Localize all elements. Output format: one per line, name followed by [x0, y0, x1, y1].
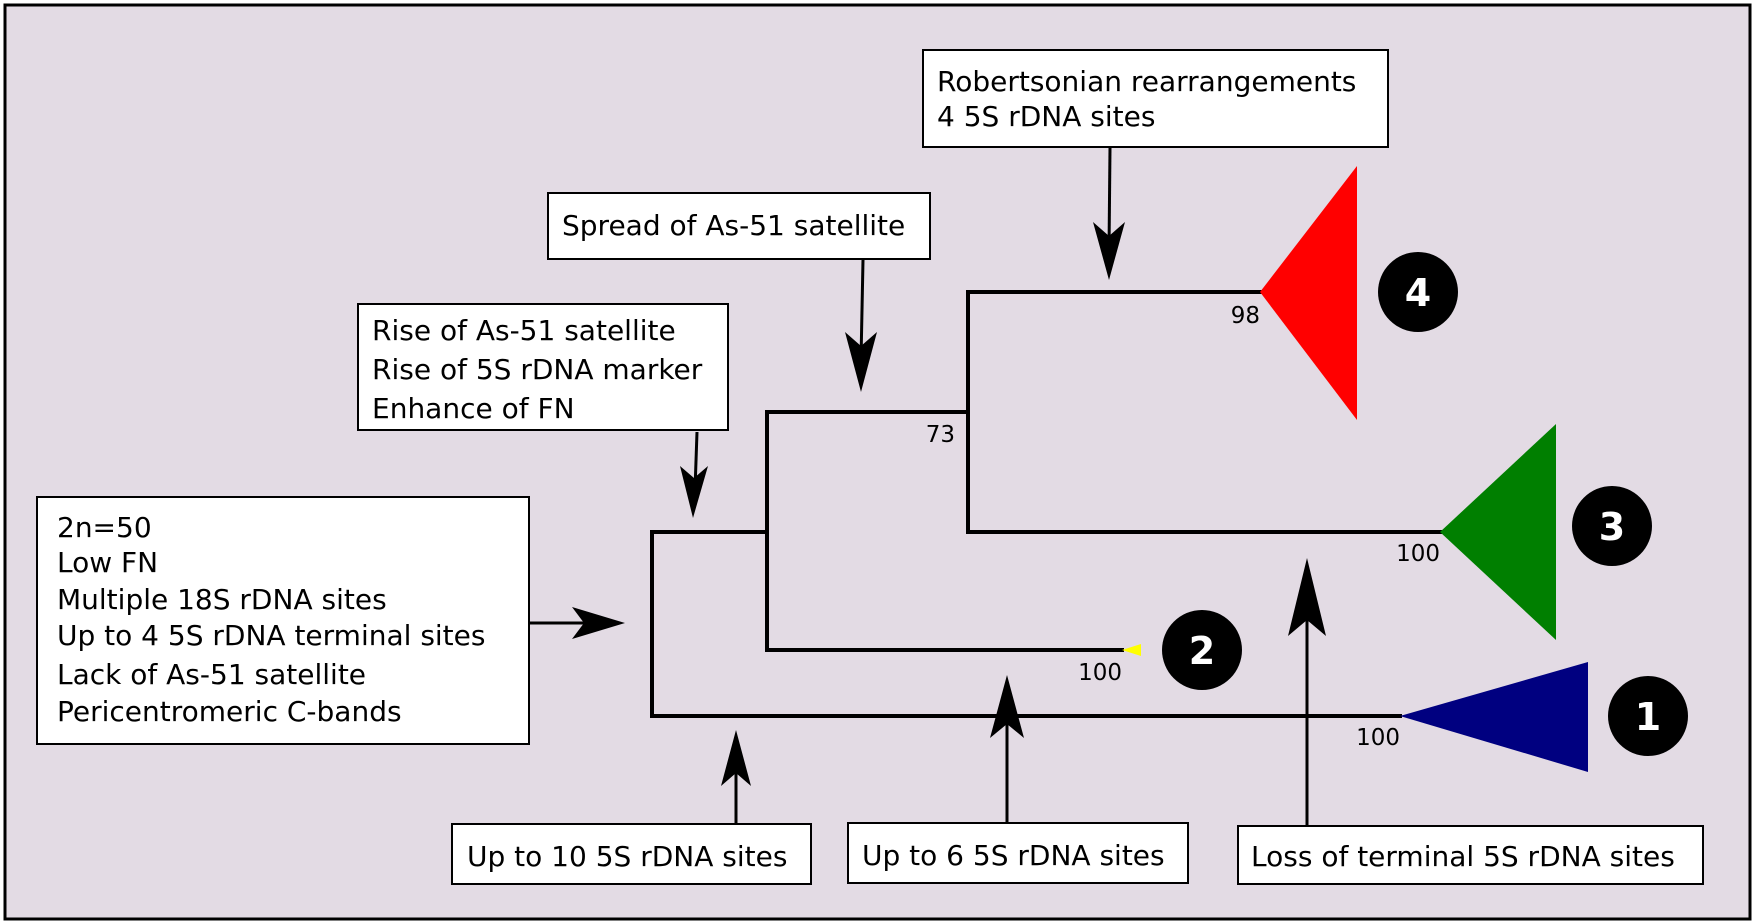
- arrow-robertsonian-shaft: [1107, 147, 1112, 251]
- arrow-up10-head: [721, 730, 751, 786]
- arrow-loss-head: [1288, 558, 1326, 636]
- arrow-up6-head: [990, 675, 1024, 738]
- note-up-to-6: Up to 6 5S rDNA sites: [847, 822, 1189, 884]
- support-clade4: 98: [1231, 303, 1260, 329]
- arrow-ancestral-head: [572, 607, 625, 639]
- support-clade3: 100: [1396, 541, 1440, 567]
- note-robertsonian: Robertsonian rearrangements 4 5S rDNA si…: [922, 49, 1389, 148]
- clade4-label: 4: [1405, 271, 1431, 315]
- note-up-to-6-box: [847, 822, 1189, 884]
- note-ancestral-line: Low FN: [57, 546, 158, 579]
- clade1-label: 1: [1635, 695, 1661, 739]
- clade1-circle: [1608, 676, 1688, 756]
- note-loss-terminal-line: Loss of terminal 5S rDNA sites: [1251, 840, 1675, 873]
- note-ancestral-line: Pericentromeric C-bands: [57, 695, 402, 728]
- clade1-triangle: [1400, 662, 1588, 772]
- clade3-triangle: [1440, 424, 1556, 640]
- note-rise-line: Rise of 5S rDNA marker: [372, 353, 703, 386]
- arrow-rise-head: [680, 466, 708, 518]
- note-rise-line: Rise of As-51 satellite: [372, 314, 676, 347]
- note-ancestral-line: Up to 4 5S rDNA terminal sites: [57, 619, 485, 652]
- note-up-to-6-line: Up to 6 5S rDNA sites: [862, 839, 1165, 872]
- note-up-to-10-line: Up to 10 5S rDNA sites: [467, 840, 787, 873]
- note-robertsonian-line: 4 5S rDNA sites: [937, 100, 1155, 133]
- note-spread-box: [547, 192, 931, 260]
- clade4-triangle: [1260, 166, 1357, 420]
- clade2-label: 2: [1189, 629, 1215, 673]
- note-ancestral-line: Lack of As-51 satellite: [57, 658, 366, 691]
- clade3-circle: [1572, 486, 1652, 566]
- support-clade2: 100: [1078, 660, 1122, 686]
- arrow-robertsonian-head: [1093, 222, 1125, 280]
- note-up-to-10: Up to 10 5S rDNA sites: [451, 823, 812, 885]
- arrow-spread-shaft: [859, 259, 865, 361]
- note-robertsonian-box: [922, 49, 1389, 148]
- note-rise: Rise of As-51 satellite Rise of 5S rDNA …: [357, 303, 729, 431]
- note-loss-terminal: Loss of terminal 5S rDNA sites: [1237, 825, 1704, 885]
- clade3-label: 3: [1599, 505, 1625, 549]
- support-node-3-4: 73: [926, 422, 955, 448]
- clade2-triangle: [1122, 644, 1141, 656]
- note-rise-line: Enhance of FN: [372, 392, 575, 425]
- arrow-spread-head: [845, 332, 877, 392]
- note-ancestral-box: [36, 496, 530, 745]
- note-robertsonian-line: Robertsonian rearrangements: [937, 65, 1356, 98]
- note-up-to-10-box: [451, 823, 812, 885]
- note-spread: Spread of As-51 satellite: [547, 192, 931, 260]
- diagram-background: [3, 3, 1752, 921]
- tree-branches: [650, 290, 1442, 718]
- note-spread-line: Spread of As-51 satellite: [562, 209, 905, 242]
- note-ancestral: 2n=50 Low FN Multiple 18S rDNA sites Up …: [36, 496, 530, 745]
- note-ancestral-line: Multiple 18S rDNA sites: [57, 583, 387, 616]
- support-clade1: 100: [1356, 725, 1400, 751]
- arrows: [530, 147, 1326, 826]
- note-loss-terminal-box: [1237, 825, 1704, 885]
- note-rise-box: [357, 303, 729, 431]
- clade2-circle: [1162, 610, 1242, 690]
- clade4-circle: [1378, 252, 1458, 332]
- note-ancestral-line: 2n=50: [57, 511, 152, 544]
